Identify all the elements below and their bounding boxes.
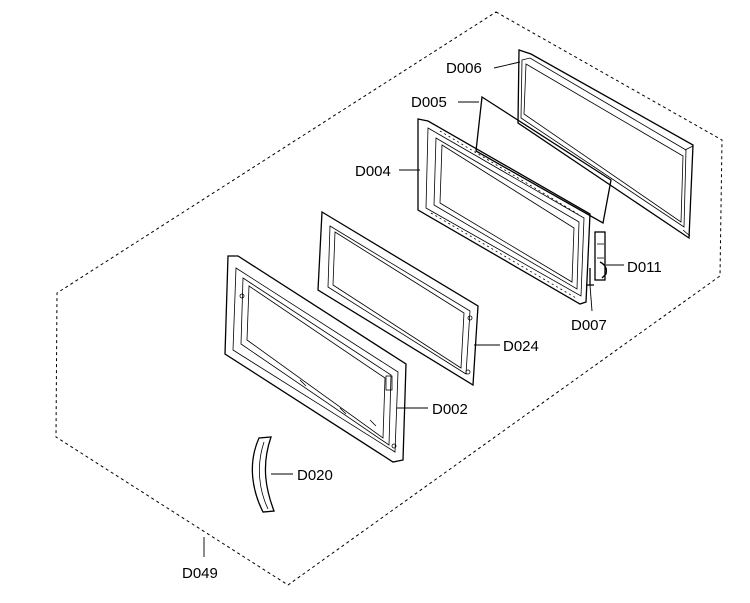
assembly-boundary [55,11,723,586]
label-d011: D011 [627,259,662,276]
label-d005: D005 [411,94,447,111]
part-d006-rear-frame [517,49,694,240]
label-d007: D007 [571,317,607,334]
label-d049: D049 [182,565,218,582]
part-d005-glass-sheet [475,95,612,225]
leader-lines [203,61,624,557]
part-d002-outer-door [224,255,407,463]
part-d004-inner-frame [417,118,591,305]
part-d020-handle [251,436,275,513]
label-d024: D024 [503,338,539,355]
label-d020: D020 [297,467,333,484]
part-d011-latch [594,231,608,281]
part-d024-door-screen [317,210,479,387]
label-d002: D002 [432,401,468,418]
label-d006: D006 [446,60,482,77]
label-d004: D004 [355,163,391,180]
frame-studs [430,130,579,299]
